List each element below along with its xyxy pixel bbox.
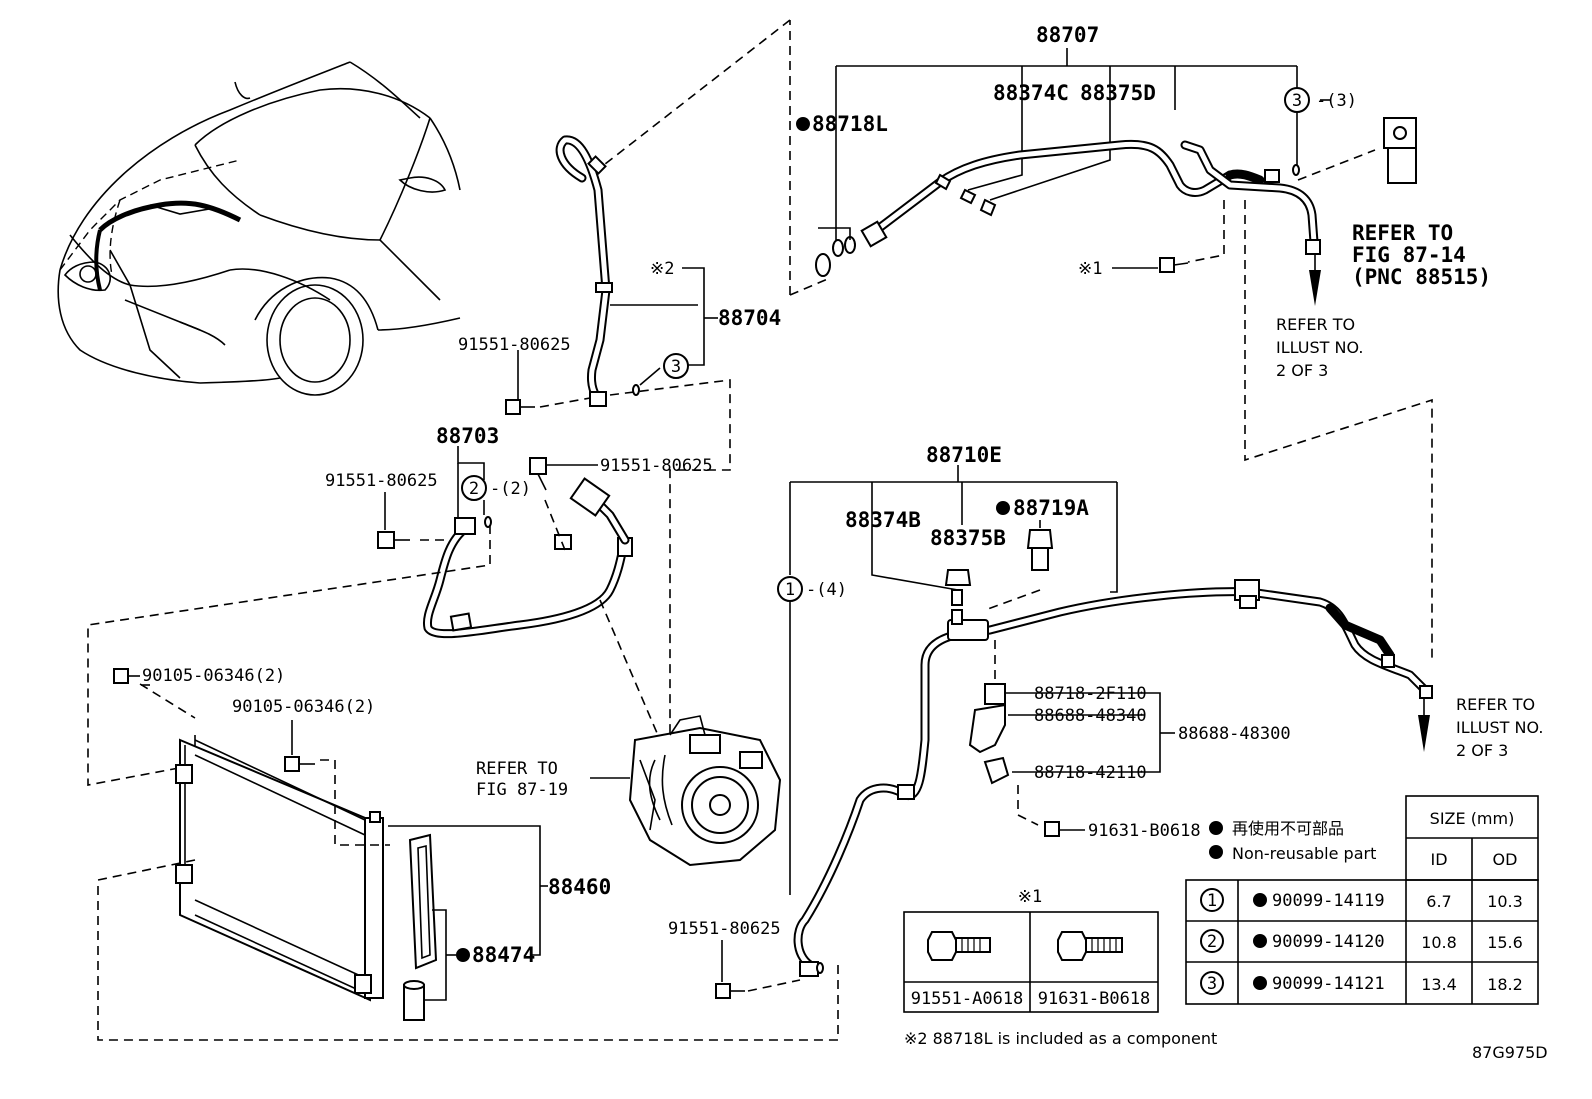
label-bolt-90105-a[interactable]: 90105-06346(2) (142, 666, 285, 686)
label-88374B[interactable]: 88374B (845, 508, 921, 532)
label-88460[interactable]: 88460 (548, 875, 611, 899)
size-row-3-circle (1200, 971, 1224, 995)
non-reusable-dot-88474 (456, 948, 470, 962)
vehicle-illustration (57, 61, 461, 396)
size-row-2-od: 15.6 (1487, 933, 1523, 952)
refer-illust-right[interactable]: REFER TO ILLUST NO. 2 OF 3 (1456, 695, 1549, 760)
size-row-1-od: 10.3 (1487, 892, 1523, 911)
figure-code: 87G975D (1472, 1043, 1548, 1062)
size-row-2-id: 10.8 (1421, 933, 1457, 952)
size-row-1-circle (1200, 888, 1224, 912)
size-row-1-no: 1 (1207, 891, 1217, 911)
tube-88707-group (599, 19, 1433, 752)
non-reusable-dot-88719A (996, 501, 1010, 515)
size-table-title: SIZE (mm) (1430, 809, 1515, 828)
label-bolt-91551-d[interactable]: 91551-80625 (668, 919, 781, 939)
label-88707[interactable]: 88707 (1036, 23, 1099, 47)
condenser-group (97, 668, 839, 1041)
legend-en: Non-reusable part (1232, 844, 1376, 863)
circle-2 (461, 475, 487, 501)
label-88718L[interactable]: 88718L (812, 112, 888, 136)
compressor-group (590, 715, 782, 867)
label-88718-2F110[interactable]: 88718-2F110 (1034, 684, 1147, 704)
circle-2-num: 2 (469, 479, 479, 499)
circle-3-top-qty: -(3) (1316, 91, 1357, 111)
size-col-id: ID (1430, 850, 1447, 869)
size-table: SIZE (mm) ID OD 1 90099-14119 6.7 10.3 2… (1185, 795, 1539, 1005)
circle-1-qty: -(4) (806, 580, 847, 600)
refer-illust-top[interactable]: REFER TO ILLUST NO. 2 OF 3 (1276, 315, 1369, 380)
size-row-2-no: 2 (1207, 932, 1217, 952)
label-88374C[interactable]: 88374C (993, 81, 1069, 105)
label-88688-48340[interactable]: 88688-48340 (1034, 706, 1147, 726)
legend-dot-jp (1209, 821, 1223, 835)
non-reusable-dot-88718L (796, 117, 810, 131)
label-88688-48300[interactable]: 88688-48300 (1178, 724, 1291, 744)
size-row-3-id: 13.4 (1421, 975, 1457, 994)
label-88375B[interactable]: 88375B (930, 526, 1006, 550)
note2-text: ※2 88718L is included as a component (904, 1029, 1217, 1048)
label-88718-42110[interactable]: 88718-42110 (1034, 763, 1147, 783)
size-row-1-id: 6.7 (1426, 892, 1451, 911)
size-row-3-od: 18.2 (1487, 975, 1523, 994)
circle-3-hose-num: 3 (671, 357, 681, 377)
circle-1 (777, 576, 803, 602)
circle-3-top (1284, 87, 1310, 113)
size-col-od: OD (1493, 850, 1518, 869)
label-88703[interactable]: 88703 (436, 424, 499, 448)
circle-3-hose (663, 353, 689, 379)
label-88375D[interactable]: 88375D (1080, 81, 1156, 105)
label-88474[interactable]: 88474 (472, 943, 535, 967)
size-row-2-dot (1253, 934, 1267, 948)
note1-box: ※1 91551-A0618 91631-B0618 (903, 887, 1159, 1013)
label-bolt-91551-b[interactable]: 91551-80625 (325, 471, 438, 491)
label-bolt-90105-b[interactable]: 90105-06346(2) (232, 697, 375, 717)
size-row-3-no: 3 (1207, 974, 1217, 994)
label-88704[interactable]: 88704 (718, 306, 781, 330)
label-88719A[interactable]: 88719A (1013, 496, 1089, 520)
circle-2-qty: -(2) (490, 479, 531, 499)
label-88710E[interactable]: 88710E (926, 443, 1002, 467)
note1-part-2[interactable]: 91631-B0618 (1038, 989, 1151, 1009)
label-91631-B0618[interactable]: 91631-B0618 (1088, 821, 1201, 841)
label-bolt-91551-c[interactable]: 91551-80625 (600, 456, 713, 476)
hose-88704-group (505, 135, 731, 740)
circle-1-num: 1 (785, 580, 795, 600)
legend: 再使用不可部品 Non-reusable part (1209, 819, 1376, 863)
label-bolt-91551-a[interactable]: 91551-80625 (458, 335, 571, 355)
size-row-2-part[interactable]: 90099-14120 (1272, 932, 1385, 952)
circled-callouts (461, 87, 1310, 602)
refer-fig-87-19[interactable]: REFER TO FIG 87-19 (476, 759, 568, 800)
tube-88710E-group (715, 465, 1433, 999)
size-row-1-dot (1253, 893, 1267, 907)
legend-jp: 再使用不可部品 (1232, 819, 1344, 838)
refer-fig-87-14[interactable]: REFER TO FIG 87-14 (PNC 88515) (1352, 221, 1491, 289)
size-row-1-part[interactable]: 90099-14119 (1272, 891, 1385, 911)
hose-88703-group (87, 446, 661, 786)
note1-mark-top: ※1 (1078, 259, 1102, 279)
note2-mark-hose: ※2 (650, 259, 674, 279)
size-row-3-dot (1253, 976, 1267, 990)
note1-part-1[interactable]: 91551-A0618 (911, 989, 1024, 1009)
size-row-2-circle (1200, 929, 1224, 953)
circle-3-top-num: 3 (1292, 91, 1302, 111)
legend-dot-en (1209, 845, 1223, 859)
note1-box-mark: ※1 (1018, 887, 1042, 907)
size-row-3-part[interactable]: 90099-14121 (1272, 974, 1385, 994)
